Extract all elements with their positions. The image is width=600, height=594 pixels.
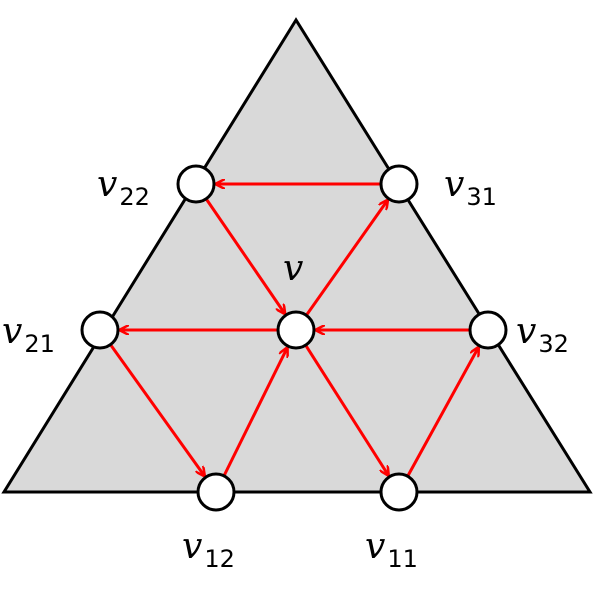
node-v xyxy=(276,310,316,350)
node-v22 xyxy=(176,164,216,204)
node-v12 xyxy=(196,472,236,512)
edge-v-to-v31 xyxy=(305,200,387,317)
node-label-v21: v21 xyxy=(2,311,55,358)
node-subscript-v21: 21 xyxy=(24,330,55,358)
node-v11 xyxy=(379,472,419,512)
edge-v-to-v11 xyxy=(304,344,389,475)
node-subscript-v31: 31 xyxy=(466,183,497,211)
node-label-v22: v22 xyxy=(97,164,150,211)
node-label-v31: v31 xyxy=(444,164,497,211)
nodes-layer xyxy=(80,164,508,512)
node-subscript-v22: 22 xyxy=(119,183,150,211)
node-v31 xyxy=(379,164,419,204)
node-label-v12: v12 xyxy=(182,526,235,573)
node-label-v: v xyxy=(283,248,303,289)
node-subscript-v11: 11 xyxy=(387,545,418,573)
node-v21 xyxy=(80,310,120,350)
edge-v12-to-v xyxy=(222,348,287,477)
node-subscript-v12: 12 xyxy=(204,545,235,573)
edge-v22-to-v xyxy=(204,198,285,314)
edge-v21-to-v12 xyxy=(109,343,204,476)
node-v32 xyxy=(468,310,508,350)
edges-layer xyxy=(109,184,479,477)
node-subscript-v32: 32 xyxy=(538,330,569,358)
node-label-v11: v11 xyxy=(365,526,418,573)
triangle-region xyxy=(1,17,593,494)
node-label-v32: v32 xyxy=(516,311,569,358)
edge-v11-to-v32 xyxy=(406,348,479,477)
